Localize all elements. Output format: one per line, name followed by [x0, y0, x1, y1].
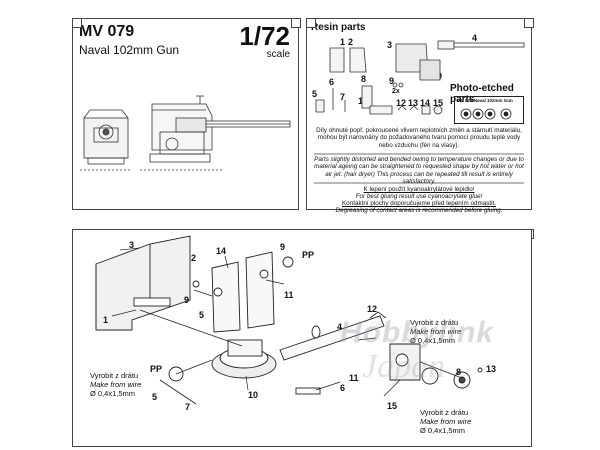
handwheel: [421, 367, 439, 385]
note-czech-degrease: Kontaktní plochy doporučujeme před lepen…: [341, 200, 496, 207]
title-panel: MV 079 Naval 102mm Gun 1/72 scale: [72, 18, 299, 210]
watermark-logo: Hobbylink: [340, 316, 495, 349]
scale-label: scale: [266, 49, 290, 60]
photo-etched-plate-label: MV 079 Naval 102mm Gun: [457, 98, 513, 103]
part-6-shape: [295, 387, 321, 395]
pin-shape: [192, 280, 200, 288]
assembly-label: 11: [349, 373, 359, 383]
wire-note-en: Make from wire: [90, 380, 142, 389]
wire-note-cz: Vyrobit z drátu: [410, 318, 459, 327]
part-15-shape: [433, 105, 443, 115]
part-14-shape: [421, 105, 431, 115]
assembly-label: 14: [216, 246, 227, 256]
assembly-label: 15: [387, 401, 398, 411]
part-11-shape: [369, 105, 393, 115]
resin-part-label: 2x: [392, 88, 400, 95]
resin-part-label: 12: [396, 98, 407, 108]
wire-size: Ø 0,4x1,5mm: [420, 426, 466, 435]
part-5-shape: [315, 99, 325, 113]
watermark-logo-sub: Japan: [362, 348, 446, 385]
assembly-label: 2: [191, 253, 197, 263]
wire-size: Ø 0,4x1,5mm: [410, 336, 456, 345]
assembly-label: 6: [340, 383, 346, 393]
resin-part-label: 1: [340, 37, 346, 47]
scale-value: 1/72: [239, 21, 290, 51]
resin-part-label: 4: [472, 33, 478, 43]
shield-part-3: [95, 235, 191, 331]
assembly-label: 10: [248, 390, 259, 400]
note-czech-distortion: Díly ohnuté popř. pokroucené vlivem tepl…: [316, 127, 522, 149]
resin-part-label: 2: [348, 37, 354, 47]
panel-corner: [72, 18, 82, 28]
assembly-label: 8: [456, 367, 462, 377]
resin-part-label: 6: [329, 77, 335, 87]
assembly-label: 13: [486, 364, 497, 374]
wire-note-cz: Vyrobit z drátu: [90, 371, 139, 380]
part-2-shape: [349, 47, 367, 73]
mount-frame-left: [211, 261, 241, 333]
note-english-glue: For best gluing result use cyanoacrylate…: [355, 193, 483, 200]
assembly-label: 5: [199, 310, 205, 320]
assembly-label: 4: [337, 322, 343, 332]
wire-note-en: Make from wire: [420, 417, 472, 426]
pp-label: PP: [302, 250, 315, 260]
resin-part-label: 13: [408, 98, 419, 108]
wire-note-top-right: Vyrobit z drátu Make from wire Ø 0,4x1,5…: [410, 318, 461, 345]
barrel-part-4: [279, 315, 385, 361]
assembly-label: 3: [129, 240, 135, 250]
note-english-distortion: Parts slightly distorted and bended owin…: [314, 156, 524, 186]
pp-label: PP: [150, 364, 163, 374]
model-number: MV 079: [79, 23, 135, 40]
part-13-shape: [477, 367, 483, 373]
part-9-shape: [282, 256, 294, 268]
panel-corner: [306, 18, 316, 28]
resin-part-label: 14: [420, 98, 431, 108]
panel-corner: [291, 18, 301, 28]
wire-note-en: Make from wire: [410, 327, 462, 336]
resin-part-label: 15: [433, 98, 444, 108]
wire-note-left: Vyrobit z drátu Make from wire Ø 0,4x1,5…: [90, 371, 141, 398]
part-1-shape: [329, 47, 345, 73]
note-english-degrease: Degreasing of contact areas is recommend…: [335, 207, 503, 214]
wire-note-bottom-right: Vyrobit z drátu Make from wire Ø 0,4x1,5…: [420, 408, 471, 435]
part-12-shape: [397, 105, 407, 111]
part-8-shape: [361, 85, 373, 109]
photo-etched-plate-parts: [460, 108, 512, 120]
resin-part-label: 7: [340, 92, 346, 102]
photo-etched-title: Photo-etched parts: [450, 83, 514, 105]
assembly-label: 1: [103, 315, 109, 325]
part-13-shape: [409, 105, 419, 111]
resin-part-label: 8: [361, 74, 367, 84]
panel-corner: [524, 18, 534, 28]
assembly-label: 9: [184, 295, 190, 305]
assembly-label: 9: [280, 242, 286, 252]
part-12-shape: [369, 311, 387, 319]
mount-frame-right: [245, 251, 275, 329]
note-czech-glue: K lepení použít kyanoakrylátové lepidlo!: [363, 186, 475, 193]
assembly-label: 5: [152, 392, 158, 402]
shield-part-1: [133, 297, 171, 307]
assembly-label: 12: [367, 304, 378, 314]
photo-etched-plate: MV 079 Naval 102mm Gun: [454, 96, 524, 124]
model-name: Naval 102mm Gun: [79, 43, 180, 57]
part-10-shape: [419, 59, 441, 81]
wire-note-cz: Vyrobit z drátu: [420, 408, 469, 417]
part-7-rod: [159, 379, 197, 405]
gun-front-view: [80, 109, 132, 171]
wire-size: Ø 0,4x1,5mm: [90, 389, 136, 398]
resin-part-label: 5: [312, 89, 318, 99]
gun-side-view: [140, 95, 291, 171]
resin-part-label: 3: [387, 40, 393, 50]
part-4-barrel: [453, 42, 525, 48]
part-9-shape: [398, 82, 404, 88]
assembly-label: 11: [284, 290, 294, 300]
resin-part-label: 9: [389, 76, 395, 86]
resin-parts-title: Resin parts: [311, 22, 366, 33]
part-9-shape: [392, 82, 398, 88]
assembly-label: 7: [185, 402, 191, 412]
